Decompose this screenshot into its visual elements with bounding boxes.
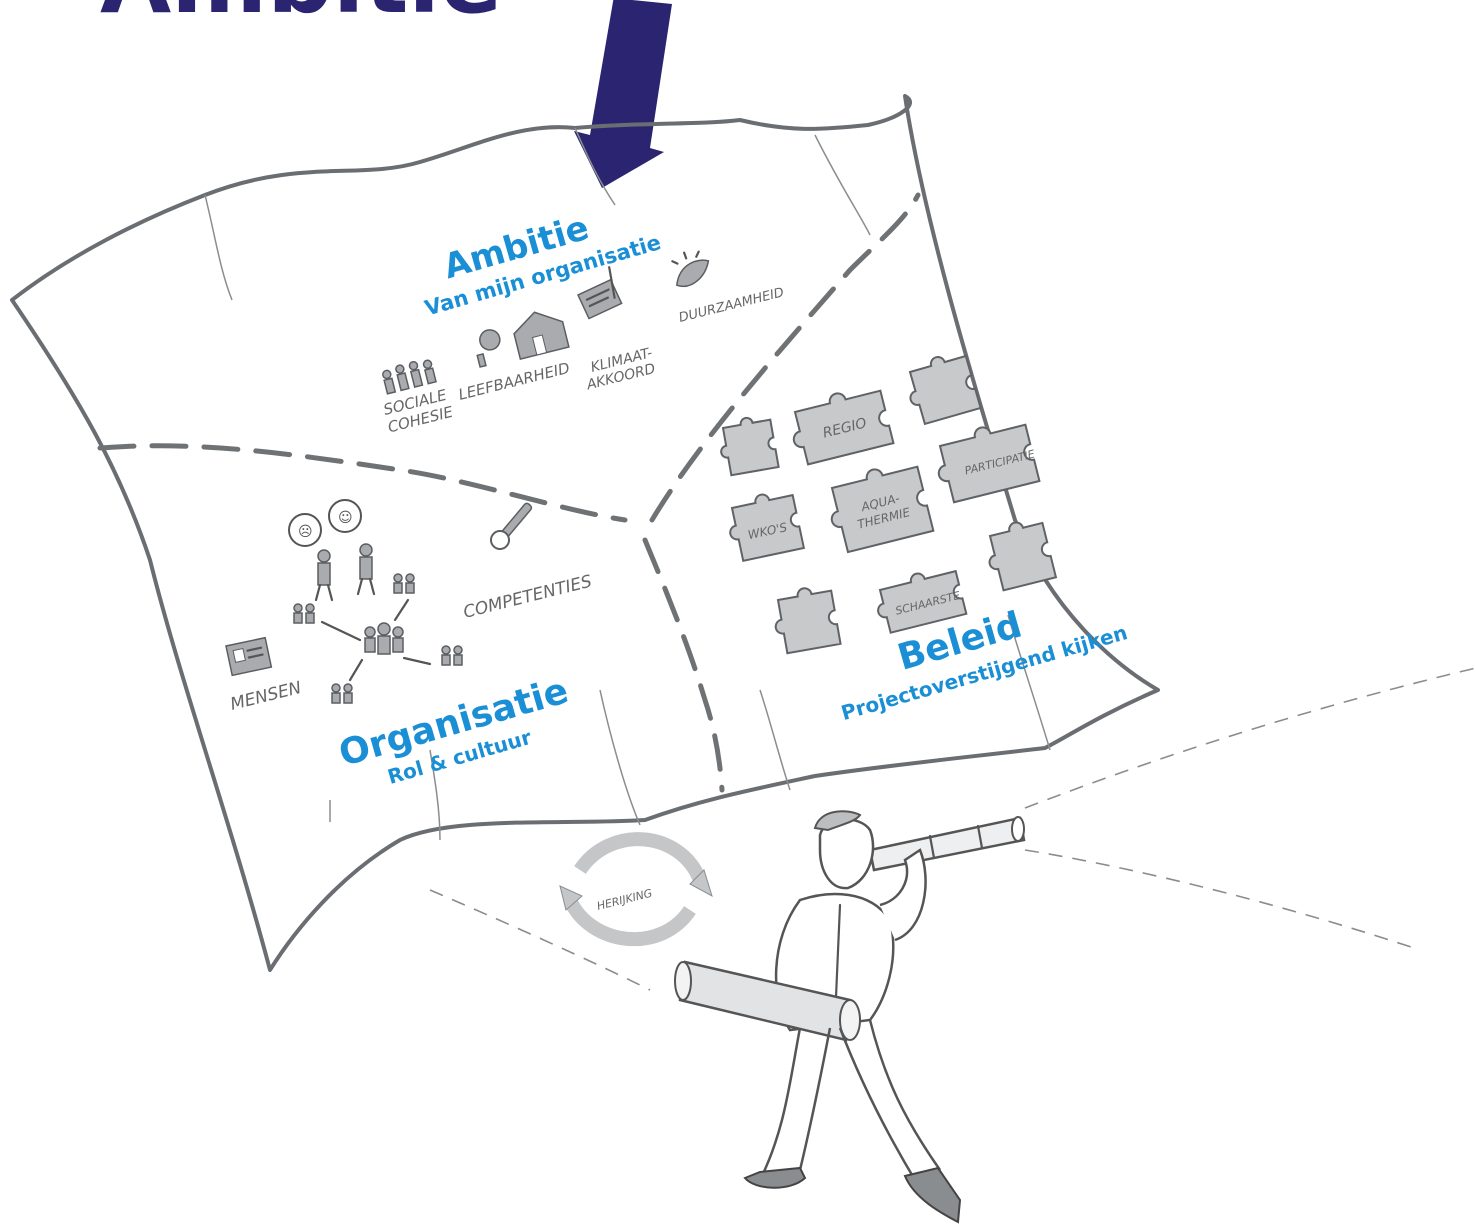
telescope-icon bbox=[675, 811, 1024, 1222]
divider-down bbox=[645, 540, 722, 790]
mensen-label: MENSEN bbox=[228, 678, 303, 715]
people-icon bbox=[381, 357, 436, 393]
herijking-label: HERIJKING bbox=[596, 887, 654, 913]
klimaat-label: KLIMAAT- AKKOORD bbox=[580, 345, 658, 393]
cycle-icon: HERIJKING bbox=[560, 839, 712, 939]
section-ambitie: Ambitie Van mijn organisatie bbox=[411, 190, 664, 321]
duurzaamheid-label: DUURZAAMHEID bbox=[677, 285, 785, 326]
puzzle-icon bbox=[716, 414, 779, 477]
id-card-icon bbox=[226, 638, 271, 676]
svg-text:☹: ☹ bbox=[298, 524, 313, 540]
section-beleid: Beleid Projectoverstijgend kijken bbox=[826, 577, 1130, 725]
puzzle-aquathermie: AQUA- THERMIE bbox=[822, 459, 933, 554]
puzzle-participatie: PARTICIPATIE bbox=[930, 416, 1041, 504]
puzzle-wko: WKO'S bbox=[724, 488, 804, 562]
competenties-label: COMPETENTIES bbox=[461, 572, 594, 623]
wrench-icon bbox=[487, 499, 536, 553]
svg-text:☺: ☺ bbox=[338, 510, 353, 526]
house-icon bbox=[470, 306, 568, 369]
puzzle-icon bbox=[770, 584, 841, 655]
puzzle-regio: REGIO bbox=[785, 383, 893, 466]
leefbaarheid-label: LEEFBAARHEID bbox=[457, 359, 572, 404]
page-title: Ambitie bbox=[100, 0, 502, 34]
leaf-icon bbox=[667, 246, 714, 290]
divider-left bbox=[100, 446, 625, 520]
org-people: ☹ ☺ bbox=[289, 500, 462, 703]
section-organisatie: Organisatie Rol & cultuur bbox=[335, 670, 580, 799]
puzzle-icon bbox=[982, 516, 1056, 592]
